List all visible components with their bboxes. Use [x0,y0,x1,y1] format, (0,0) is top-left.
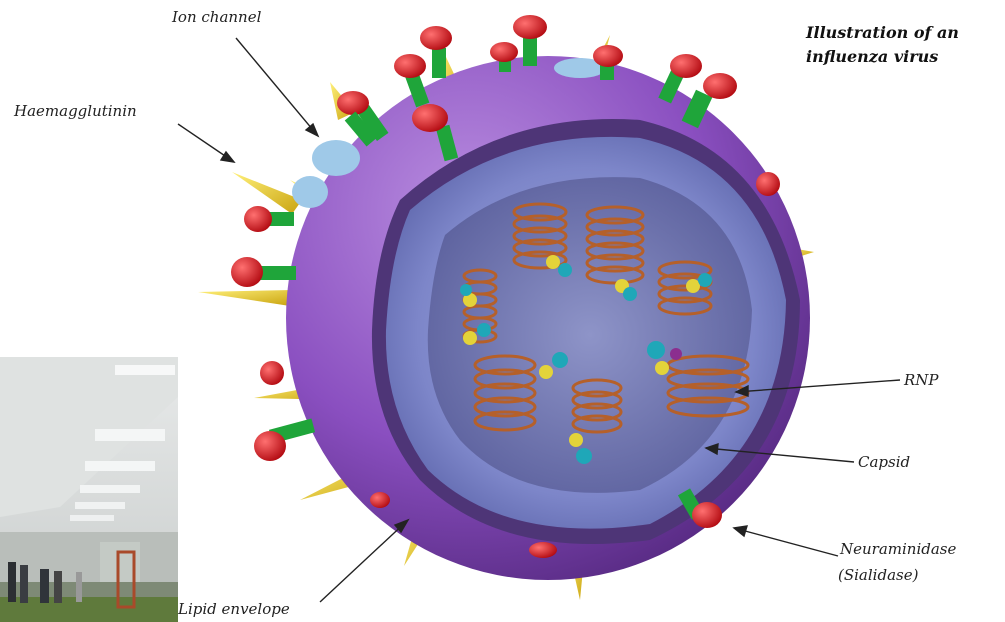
label-neuraminidase: Neuraminidase [840,540,956,558]
arrow-lipid-envelope [320,520,408,602]
diagram-title-line1: Illustration of an [806,22,959,44]
label-sialidase: (Sialidase) [838,566,918,584]
label-haemagglutinin: Haemagglutinin [14,102,137,120]
arrowhead-haemagglutinin [221,152,234,162]
arrow-neuraminidase [734,528,838,556]
label-capsid: Capsid [858,453,910,471]
diagram-title-line2: influenza virus [806,46,938,68]
label-ion-channel: Ion channel [172,8,261,26]
label-lipid-envelope: Lipid envelope [178,600,290,618]
arrowhead-neuraminidase [734,526,747,536]
label-rnp: RNP [904,371,939,389]
arrow-ion-channel [236,38,318,136]
arrowhead-ion-channel [306,124,318,136]
